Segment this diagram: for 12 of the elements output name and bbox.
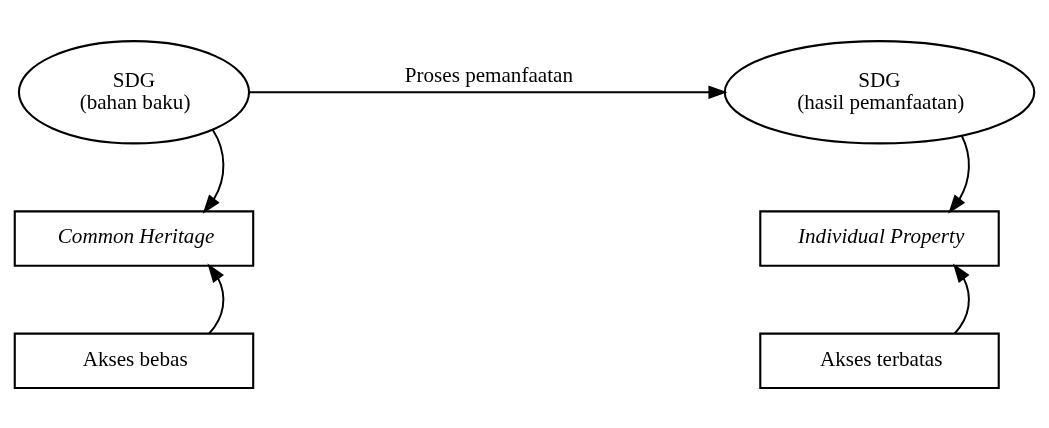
arrow	[248, 85, 728, 99]
arrow	[953, 263, 970, 334]
node-box: Common Heritage	[13, 209, 255, 267]
edge-label: Proses pemanfaatan	[404, 62, 573, 87]
node-ellipse: SDG (bahan baku)	[17, 39, 251, 144]
node-box: Akses terbatas	[759, 332, 1000, 389]
node-ellipse: SDG (hasil pemanfaatan)	[723, 39, 1036, 144]
arrow	[207, 263, 225, 334]
node-box: Individual Property	[759, 209, 1000, 267]
arrow	[948, 134, 970, 214]
arrow	[202, 128, 225, 214]
node-box: Akses bebas	[13, 332, 255, 389]
